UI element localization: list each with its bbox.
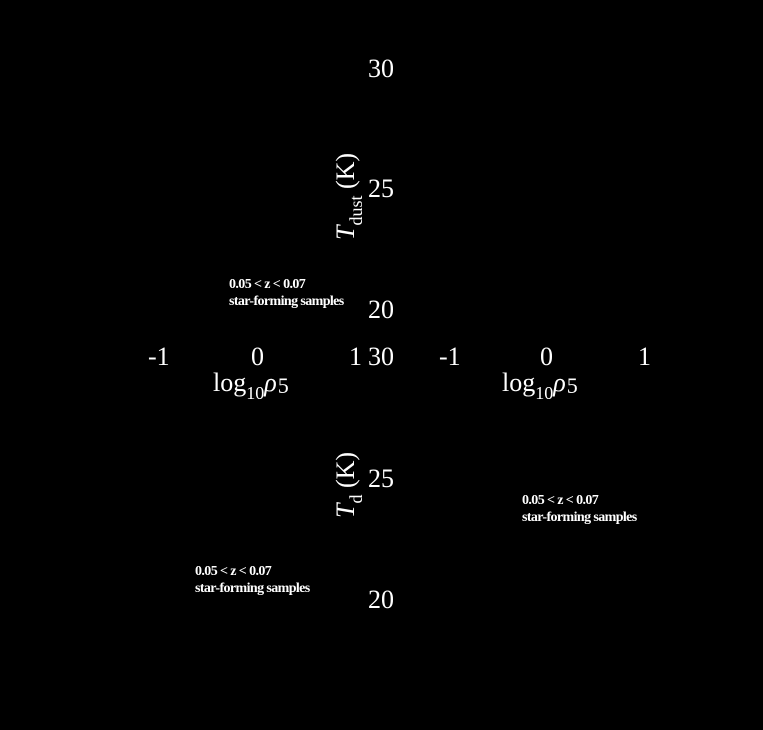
x-label-base: 10 (535, 383, 554, 403)
annotation-sample: star-forming samples (229, 294, 344, 309)
y-label-unit: (K) (331, 451, 360, 495)
y-label-subscript: dust (346, 195, 366, 226)
left-x-tick-1: 1 (349, 342, 362, 371)
x-label-base: 10 (246, 383, 265, 403)
top-y-tick-20: 20 (368, 295, 394, 324)
annotation-sample: star-forming samples (195, 581, 310, 596)
x-label-log: log (502, 368, 536, 397)
top-y-tick-25: 25 (368, 174, 394, 203)
y-label-unit: (K) (331, 152, 360, 196)
y-label-symbol: T (331, 503, 360, 518)
left-x-tick-0: 0 (251, 342, 264, 371)
x-label-rho: ρ (553, 368, 566, 397)
annotation-sample: star-forming samples (522, 510, 637, 525)
x-label-subscript: 5 (566, 373, 578, 398)
bottom-y-tick-25: 25 (368, 464, 394, 493)
bottom-left-annotation: 0.05 < z < 0.07 star-forming samples (195, 563, 310, 597)
right-x-tick-0: 0 (540, 342, 553, 371)
bottom-right-annotation: 0.05 < z < 0.07 star-forming samples (522, 492, 637, 526)
top-y-tick-30: 30 (368, 54, 394, 83)
right-x-tick-1: 1 (638, 342, 651, 371)
right-x-axis-label: log10ρ5 (502, 370, 578, 406)
bottom-y-tick-30: 30 (368, 342, 394, 371)
right-x-tick-neg1: -1 (439, 342, 461, 371)
top-y-axis-label: Tdust (K) (331, 152, 369, 240)
annotation-redshift: 0.05 < z < 0.07 (195, 564, 272, 579)
y-label-subscript: d (346, 494, 366, 504)
top-left-annotation: 0.05 < z < 0.07 star-forming samples (229, 276, 344, 310)
x-label-log: log (213, 368, 247, 397)
bottom-y-axis-label: Td (K) (331, 451, 369, 518)
bottom-y-tick-20: 20 (368, 585, 394, 614)
left-x-axis-label: log10ρ5 (213, 370, 289, 406)
left-x-tick-neg1: -1 (148, 342, 170, 371)
annotation-redshift: 0.05 < z < 0.07 (229, 277, 306, 292)
x-label-subscript: 5 (277, 373, 289, 398)
y-label-symbol: T (331, 225, 360, 240)
annotation-redshift: 0.05 < z < 0.07 (522, 493, 599, 508)
x-label-rho: ρ (264, 368, 277, 397)
